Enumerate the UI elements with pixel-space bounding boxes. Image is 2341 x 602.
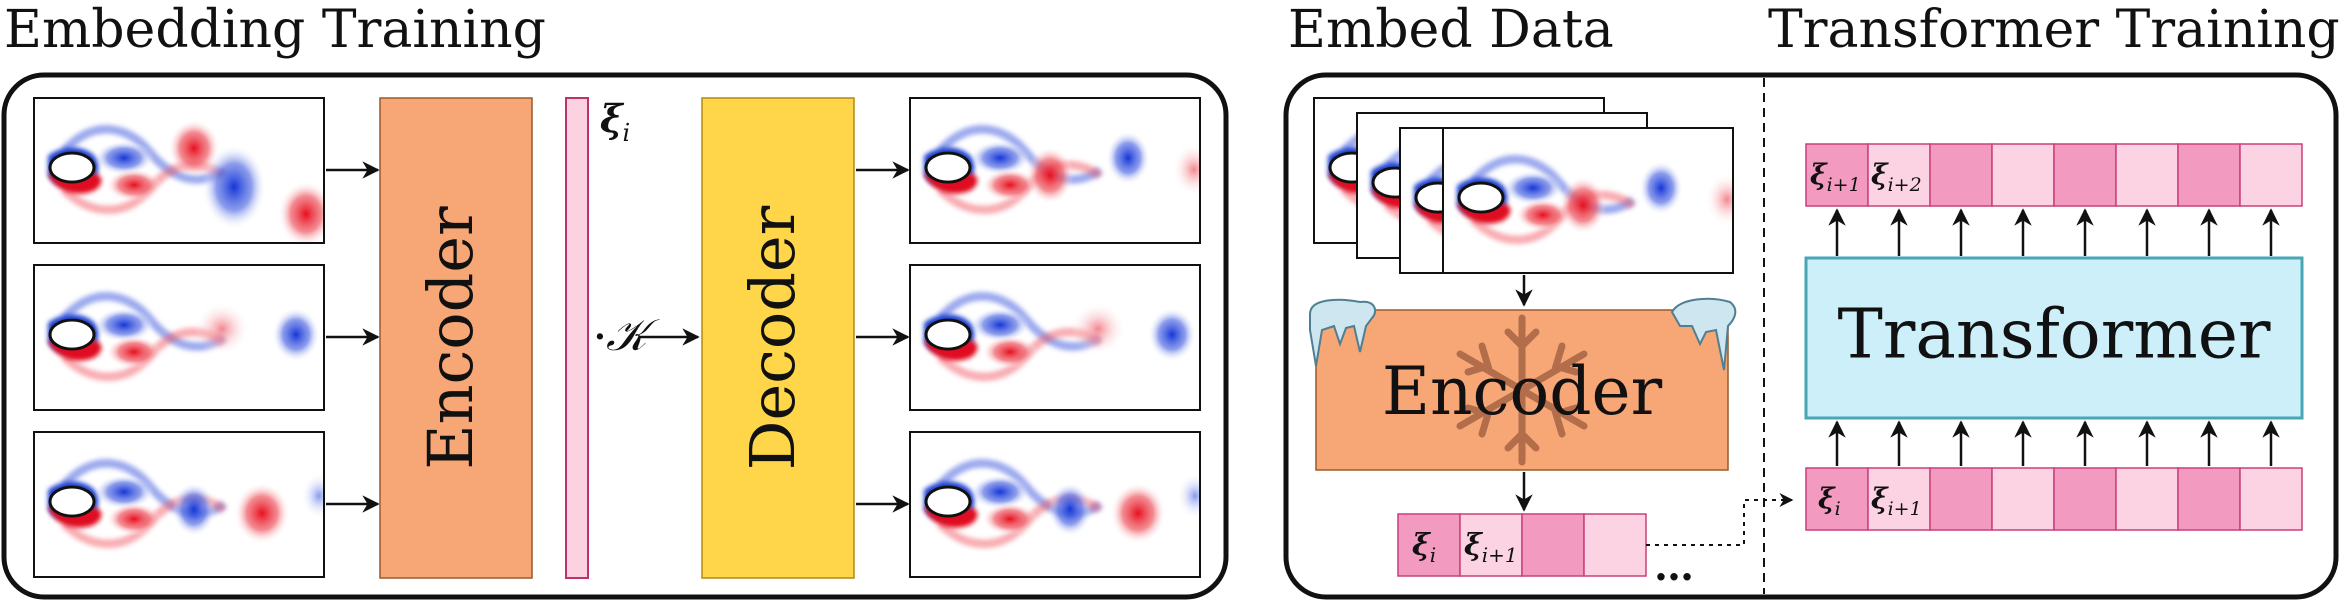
latent-token-sequence: [1397, 513, 1647, 577]
token-label: ξi+1: [1810, 158, 1861, 196]
output-snapshot: [909, 431, 1201, 578]
latent-symbol: ξi: [600, 96, 630, 147]
koopman-operator: 𝒦: [606, 310, 660, 361]
token-label: ξi: [1412, 528, 1436, 567]
output-snapshot: [909, 264, 1201, 411]
transformer-block: [1804, 256, 2304, 420]
token-label: ξi+2: [1871, 158, 1922, 196]
token-label: ξi: [1818, 482, 1841, 520]
decoder-block: [701, 97, 855, 579]
encoder-block: [379, 97, 533, 579]
input-snapshot: [33, 264, 325, 411]
frozen-encoder-label: Encoder: [1382, 353, 1663, 430]
koopman-dot: ·: [594, 317, 606, 357]
token-label: ξi+1: [1464, 528, 1518, 567]
input-snapshot: [33, 97, 325, 244]
output-token-row: [1805, 143, 2303, 207]
transformer-label: Transformer: [1838, 296, 2271, 375]
ice-cap: [1309, 298, 1377, 367]
input-snapshot: [33, 431, 325, 578]
transformer-training-title: Transformer Training: [1768, 0, 2340, 60]
embedding-training-title: Embedding Training: [4, 0, 546, 60]
input-token-row: [1805, 467, 2303, 531]
ellipsis: …: [1654, 543, 1694, 590]
dotted-connector: [1646, 493, 1794, 546]
token-label: ξi+1: [1871, 482, 1922, 520]
snowflake-icon: [1456, 314, 1588, 466]
output-snapshot: [909, 97, 1201, 244]
ice-cap: [1670, 297, 1737, 371]
output-arrows: [1828, 208, 2280, 256]
decoder-label: Decoder: [736, 205, 809, 470]
latent-bar: [565, 97, 589, 579]
embedding-training-panel: [1, 72, 1229, 600]
embed-transformer-panel: [1283, 72, 2339, 600]
input-arrows: [1828, 420, 2280, 466]
encoder-label: Encoder: [414, 206, 487, 470]
embed-data-title: Embed Data: [1288, 0, 1614, 60]
snapshot-stack: [1313, 97, 1734, 274]
